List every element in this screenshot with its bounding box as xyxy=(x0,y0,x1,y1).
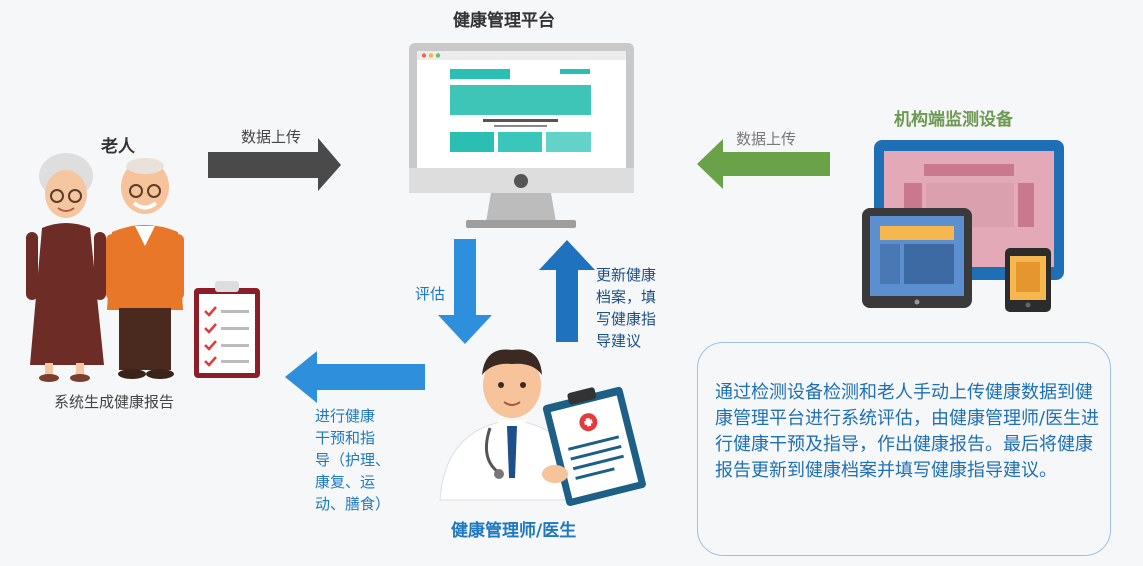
upload-label-right: 数据上传 xyxy=(736,130,797,148)
manager-label: 健康管理师/医生 xyxy=(451,521,577,541)
upload-label-left: 数据上传 xyxy=(241,128,302,146)
elderly-couple-icon xyxy=(26,153,184,382)
platform-label: 健康管理平台 xyxy=(453,11,555,31)
desktop-monitor-icon xyxy=(409,43,634,228)
upload-arrow-right xyxy=(697,139,830,189)
devices-icon xyxy=(862,140,1064,312)
update-label: 更新健康 档案，填 写健康指 导建议 xyxy=(596,266,657,350)
summary-text: 通过检测设备检测和老人手动上传健康数据到健康管理平台进行系统评估，由健康管理师/… xyxy=(715,382,1100,481)
evaluate-arrow xyxy=(438,239,492,344)
clipboard-checklist-icon xyxy=(194,281,260,378)
elderly-label: 老人 xyxy=(101,137,135,157)
summary-box xyxy=(697,342,1111,556)
update-arrow xyxy=(539,240,595,342)
report-label: 系统生成健康报告 xyxy=(54,393,175,411)
intervene-arrow xyxy=(285,351,425,403)
doctor-icon xyxy=(439,349,646,506)
monitor-label: 机构端监测设备 xyxy=(894,110,1013,130)
intervene-label: 进行健康 干预和指 导（护理、 康复、运 动、膳食） xyxy=(315,407,391,513)
upload-arrow-left xyxy=(208,138,341,191)
evaluate-label: 评估 xyxy=(415,285,446,303)
